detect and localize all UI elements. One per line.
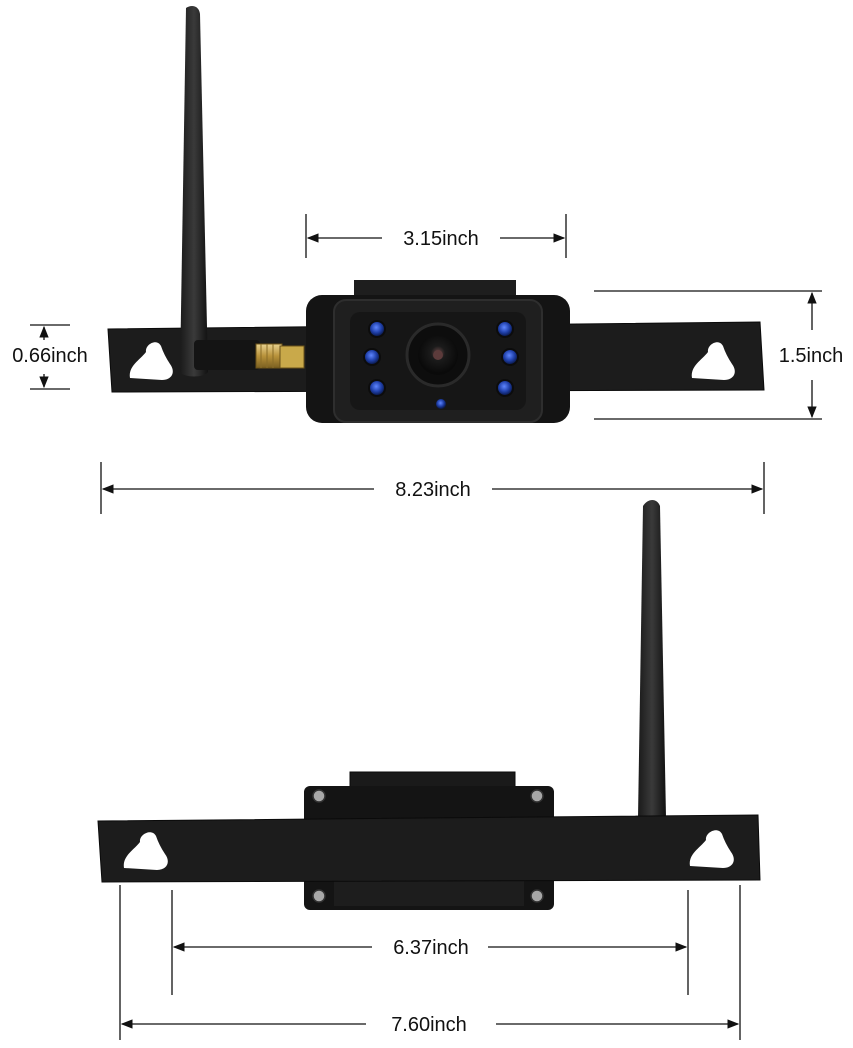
dimension-label-bracket-width: 7.60inch xyxy=(391,1014,467,1036)
back-right-mount-hole xyxy=(689,830,734,868)
ir-led xyxy=(368,320,386,338)
dimension-label-bracket-height: 0.66inch xyxy=(12,345,88,367)
back-left-mount-hole xyxy=(123,832,168,870)
ir-led xyxy=(501,348,519,366)
dimension-label-camera-width: 3.15inch xyxy=(403,228,479,250)
dimension-camera-width: 3.15inch xyxy=(305,214,567,258)
front-left-mount-hole xyxy=(129,342,173,380)
dimension-label-total-width: 8.23inch xyxy=(395,479,471,501)
housing-screws xyxy=(312,789,544,903)
dimension-bracket-width: 7.60inch xyxy=(119,885,741,1040)
ir-led-array xyxy=(363,320,519,397)
light-sensor xyxy=(436,399,446,409)
ir-led xyxy=(496,320,514,338)
dimension-camera-height: 1.5inch xyxy=(594,290,844,420)
front-view: 3.15inch 0.66inch 1.5inch 8.23inch xyxy=(12,6,843,514)
screw xyxy=(530,789,544,803)
back-antenna xyxy=(638,500,666,818)
dimension-label-hole-spacing: 6.37inch xyxy=(393,937,469,959)
screw xyxy=(312,789,326,803)
back-view: 6.37inch 7.60inch xyxy=(97,500,761,1040)
screw xyxy=(312,889,326,903)
back-bracket xyxy=(97,814,761,883)
dimension-total-width: 8.23inch xyxy=(100,462,765,514)
dimension-label-camera-height: 1.5inch xyxy=(779,345,844,367)
dimension-bracket-height: 0.66inch xyxy=(12,324,88,390)
ir-led xyxy=(363,348,381,366)
screw xyxy=(530,889,544,903)
dimension-hole-spacing: 6.37inch xyxy=(171,890,689,995)
front-antenna xyxy=(180,6,305,377)
ir-led xyxy=(496,379,514,397)
front-right-mount-hole xyxy=(691,342,735,380)
ir-led xyxy=(368,379,386,397)
front-camera-body xyxy=(306,280,570,423)
